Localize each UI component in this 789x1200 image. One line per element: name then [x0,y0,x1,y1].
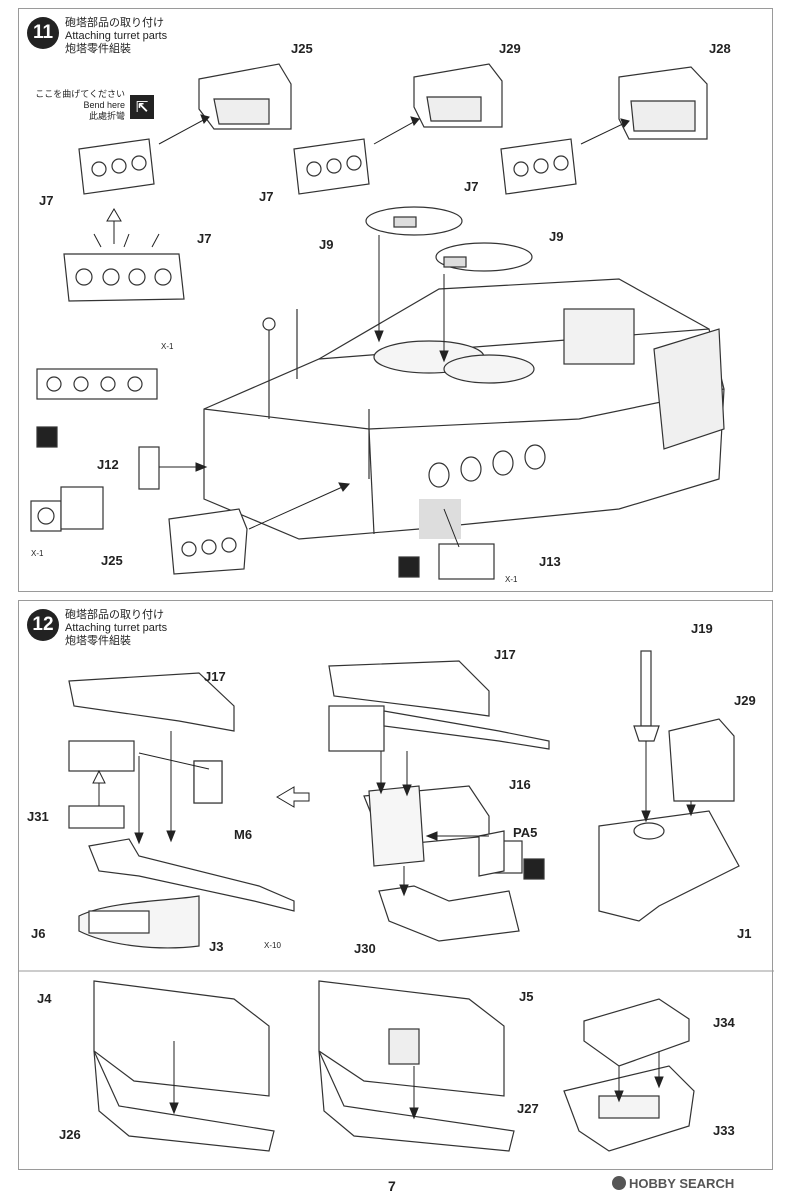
step-12-title: 砲塔部品の取り付け Attaching turret parts 炮塔零件組裝 [65,609,167,648]
label-j16: J16 [509,777,531,792]
label-j25-top: J25 [291,41,313,56]
step-12-title-cn: 炮塔零件組裝 [65,635,131,647]
m6-part [193,760,223,804]
label-pa5: PA5 [513,825,538,840]
j5-box [318,980,515,1152]
watermark-text: HOBBY SEARCH [629,1176,735,1191]
label-j13: J13 [539,554,561,569]
watermark: HOBBY SEARCH [612,1176,734,1191]
j7-block-a [78,138,155,195]
bend-note-cn: 此處折彎 [88,111,125,121]
j1-part [598,810,740,922]
label-x1-c: X-1 [505,575,518,584]
step-11-title-en: Attaching turret parts [65,30,168,42]
pa5-part [478,830,505,877]
j29-part [668,718,735,802]
j17-mount-left [68,672,235,829]
step-12-title-en: Attaching turret parts [65,622,168,634]
label-m6: M6 [234,827,253,842]
j7-strip [63,253,185,302]
paint-brush-icon-b [398,556,420,578]
j9-hatch-a [365,206,463,236]
label-j12: J12 [97,457,119,472]
step-12-panel: 12 砲塔部品の取り付け Attaching turret parts 炮塔零件… [18,600,774,1170]
label-j7-b: J7 [259,189,274,204]
label-j17-b: J17 [494,647,516,662]
label-j7-c: J7 [464,179,479,194]
label-j7-strip: J7 [197,231,212,246]
step-11-title-jp: 砲塔部品の取り付け [65,17,164,29]
step-11-title: 砲塔部品の取り付け Attaching turret parts 炮塔零件組裝 [65,17,167,56]
step-11-illustration [30,63,725,580]
label-j34: J34 [713,1015,735,1030]
j3-machine-gun [78,838,295,949]
x1-decal-square [30,486,104,532]
label-x1-a: X-1 [161,342,174,351]
j33-part [563,1065,695,1152]
label-j3: J3 [209,939,224,954]
bend-note: ここを曲げてください Bend here 此處折彎 [25,89,125,122]
label-j33: J33 [713,1123,735,1138]
label-j9-b: J9 [549,229,564,244]
step-11-badge: 11 [27,17,59,49]
label-j17-a: J17 [204,669,226,684]
label-j4: J4 [37,991,52,1006]
label-j5: J5 [519,989,534,1004]
watermark-logo-icon [612,1176,626,1190]
j9-hatch-b [435,242,533,272]
j7-block-b [293,138,370,195]
j13-part [438,543,495,580]
j25-shield-bottom [168,508,248,575]
label-j29: J29 [499,41,521,56]
bend-here-icon: ⇱ [130,95,154,119]
j28-shield [618,66,708,140]
antenna-left [262,317,276,419]
j12-part [138,446,160,490]
step-12-title-jp: 砲塔部品の取り付け [65,609,164,621]
label-j29-12: J29 [734,693,756,708]
label-j25-bottom: J25 [101,553,123,568]
j4-box [93,980,275,1152]
j29-shield [413,63,503,128]
label-x10: X-10 [264,941,281,950]
turret-body [203,278,725,540]
label-j30: J30 [354,941,376,956]
page-number: 7 [388,1178,396,1194]
label-j9-a: J9 [319,237,334,252]
label-j1: J1 [737,926,752,941]
bend-note-jp: ここを曲げてください [35,89,125,99]
paint-brush-icon-a [36,426,58,448]
j7-block-c [500,138,577,195]
paint-dropper-icon [523,858,545,880]
j17-mount-middle [328,660,550,942]
label-j19: J19 [691,621,713,636]
x1-decal-strip [36,368,158,400]
label-j28: J28 [709,41,731,56]
step-12-badge: 12 [27,609,59,641]
step-11-title-cn: 炮塔零件組裝 [65,43,131,55]
step-11-panel: 11 砲塔部品の取り付け Attaching turret parts 炮塔零件… [18,8,773,592]
label-j31: J31 [27,809,49,824]
label-x1-b: X-1 [31,549,44,558]
j25-shield-top [198,63,292,130]
j34-part [583,998,690,1067]
step-12-illustration [19,650,774,1152]
label-j26: J26 [59,1127,81,1142]
label-j7-a: J7 [39,193,54,208]
label-j6: J6 [31,926,46,941]
j19-antenna [633,650,660,742]
bend-note-en: Bend here [83,100,125,110]
label-j27: J27 [517,1101,539,1116]
